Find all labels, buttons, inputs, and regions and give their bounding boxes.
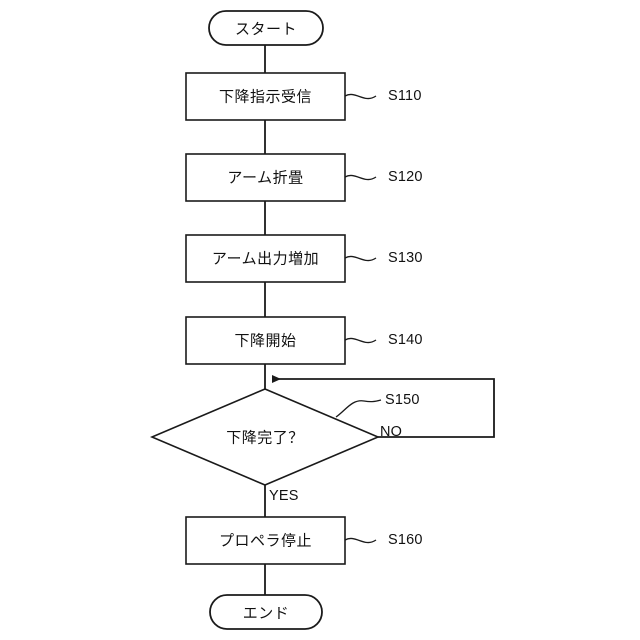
node-s110: 下降指示受信 S110 <box>185 72 422 121</box>
end-label: エンド <box>243 604 290 622</box>
s110-label: 下降指示受信 <box>219 88 312 106</box>
node-start: スタート <box>208 10 324 46</box>
s120-process-shape <box>185 153 346 202</box>
node-s120: アーム折畳 S120 <box>185 153 423 202</box>
s130-process-shape <box>185 234 346 283</box>
s110-step-label: S110 <box>388 88 422 104</box>
s140-leader-line <box>344 337 377 344</box>
s150-leader-line <box>335 399 382 418</box>
node-s160: プロペラ停止 S160 <box>185 516 423 565</box>
s160-process-shape <box>185 516 346 565</box>
node-end: エンド <box>209 594 323 630</box>
edge-s150-no-feedback-loop <box>272 375 495 438</box>
end-terminator-shape <box>209 594 323 630</box>
s120-step-label: S120 <box>388 169 423 185</box>
s150-decision-shape <box>149 388 381 486</box>
s110-process-shape <box>185 72 346 121</box>
s130-step-label: S130 <box>388 250 423 266</box>
node-s130: アーム出力増加 S130 <box>185 234 423 283</box>
s120-label: アーム折畳 <box>227 169 303 187</box>
s130-leader-line <box>344 255 377 262</box>
s140-label: 下降開始 <box>234 332 296 350</box>
s120-leader-line <box>344 174 377 181</box>
s160-leader-line <box>344 537 377 544</box>
s150-step-label: S150 <box>385 392 420 408</box>
s150-label: 下降完了？ <box>226 429 304 447</box>
node-s140: 下降開始 S140 <box>185 316 423 365</box>
start-terminator-shape <box>208 10 324 46</box>
s140-process-shape <box>185 316 346 365</box>
s110-leader-line <box>344 93 377 100</box>
branch-label-yes: YES <box>269 488 299 504</box>
s140-step-label: S140 <box>388 332 423 348</box>
s160-label: プロペラ停止 <box>219 532 312 550</box>
s160-step-label: S160 <box>388 532 423 548</box>
branch-label-no: NO <box>380 424 402 440</box>
connector-group <box>264 45 495 595</box>
node-s150: 下降完了？ S150 NO YES <box>149 388 420 504</box>
s130-label: アーム出力増加 <box>212 250 319 268</box>
start-label: スタート <box>235 20 297 38</box>
